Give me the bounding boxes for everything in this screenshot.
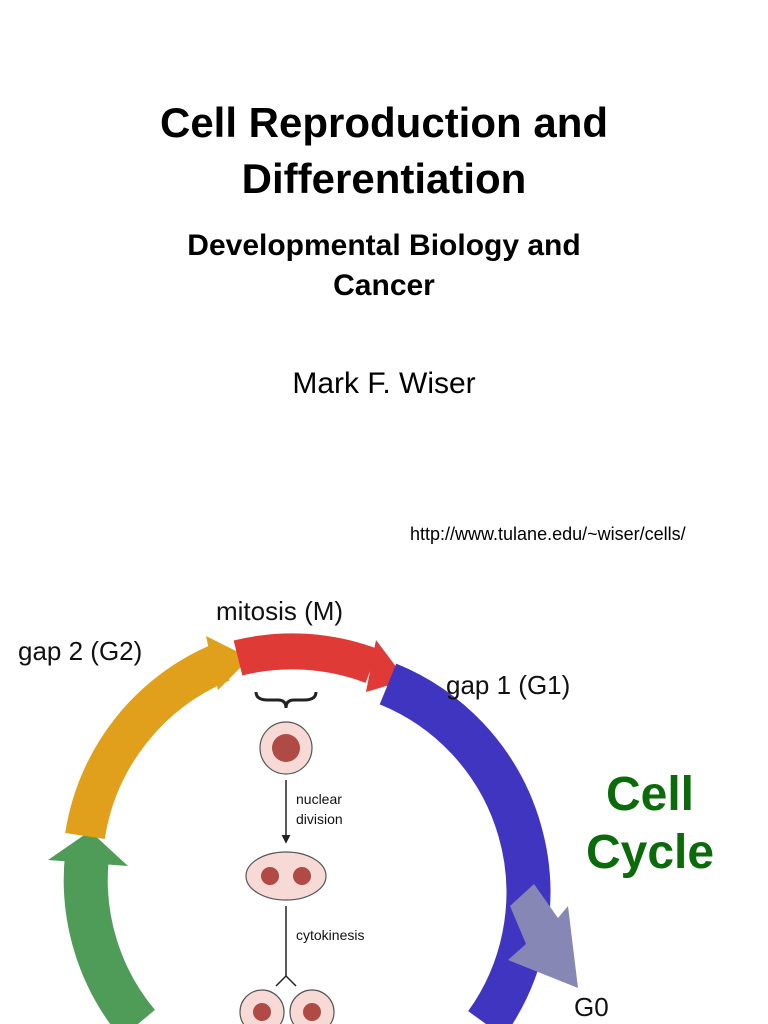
slide-subtitle-line1: Developmental Biology and xyxy=(187,229,581,262)
author-name: Mark F. Wiser xyxy=(292,367,476,400)
daughter-nucleus-left xyxy=(253,1003,271,1021)
slide-title-line2: Differentiation xyxy=(241,155,527,202)
cytokinesis-split xyxy=(275,974,297,987)
source-url[interactable]: http://www.tulane.edu/~wiser/cells/ xyxy=(410,524,686,544)
g1-label: gap 1 (G1) xyxy=(446,670,570,700)
s-phase-arrowhead xyxy=(48,831,128,866)
g2-label: gap 2 (G2) xyxy=(18,636,142,666)
cell-cycle-line1: Cell xyxy=(605,768,695,821)
g1-arc xyxy=(379,663,551,1024)
g0-arrow xyxy=(508,884,578,988)
g0-label: G0 xyxy=(574,992,609,1022)
daughter-nucleus-right xyxy=(303,1003,321,1021)
binucleate-nucleus-right xyxy=(293,867,311,885)
cell-cycle-diagram: nuclear division cytokinesis mitosis (M)… xyxy=(10,588,622,1024)
mitosis-arc xyxy=(233,633,379,683)
cell-cycle-heading: Cell Cycle xyxy=(570,766,730,882)
mitosis-brace xyxy=(254,691,318,709)
cell-cycle-svg: nuclear division cytokinesis mitosis (M)… xyxy=(18,596,609,1024)
slide-title: Cell Reproduction and Differentiation xyxy=(0,95,768,207)
binucleate-cell xyxy=(245,851,327,901)
s-phase-arc xyxy=(63,853,156,1024)
cell-cycle-line2: Cycle xyxy=(585,826,715,879)
cytokinesis-label: cytokinesis xyxy=(296,927,364,943)
parent-nucleus xyxy=(272,734,300,762)
g2-arc xyxy=(65,643,230,840)
nuclear-label-line1: nuclear xyxy=(296,791,342,807)
nuclear-label-line2: division xyxy=(296,811,343,827)
slide-subtitle-line2: Cancer xyxy=(333,269,435,302)
slide-subtitle: Developmental Biology and Cancer xyxy=(0,226,768,306)
mitosis-label: mitosis (M) xyxy=(216,596,343,626)
binucleate-nucleus-left xyxy=(261,867,279,885)
slide-title-line1: Cell Reproduction and xyxy=(159,99,608,146)
g2-arrowhead xyxy=(206,636,250,690)
